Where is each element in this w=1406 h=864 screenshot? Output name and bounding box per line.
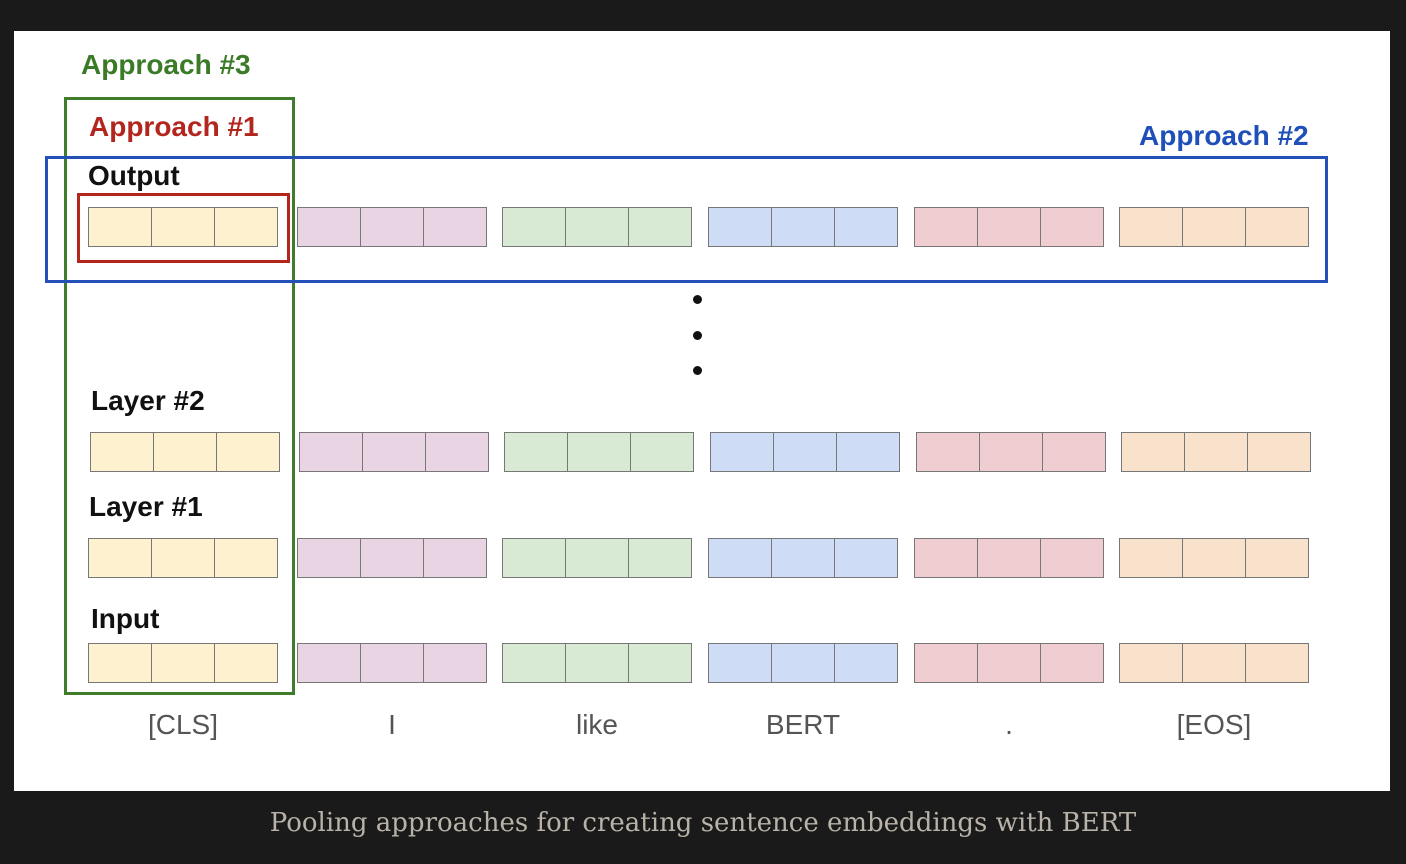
approach-2-frame xyxy=(45,156,1328,283)
figure-caption: Pooling approaches for creating sentence… xyxy=(269,808,1137,838)
ellipsis-dot xyxy=(693,331,702,340)
approach-3-label: Approach #3 xyxy=(81,49,251,80)
layer-2-embedding-i xyxy=(299,432,489,472)
output-embedding-period xyxy=(914,207,1104,247)
layer-2-label: Layer #2 xyxy=(91,385,205,416)
approach-1-label: Approach #1 xyxy=(89,111,259,142)
input-embedding-like xyxy=(502,643,692,683)
layer-2-embedding-bert xyxy=(710,432,900,472)
layer-2-embedding-like xyxy=(504,432,694,472)
approach-2-label: Approach #2 xyxy=(1139,120,1309,151)
input-embedding-i xyxy=(297,643,487,683)
ellipsis-dot xyxy=(693,295,702,304)
layer-1-embedding-like xyxy=(502,538,692,578)
layer-1-embedding-period xyxy=(914,538,1104,578)
input-embedding-cls xyxy=(88,643,278,683)
layer-1-embedding-i xyxy=(297,538,487,578)
approach-1-frame xyxy=(77,193,290,263)
layer-2-embedding-cls xyxy=(90,432,280,472)
layer-1-embedding-cls xyxy=(88,538,278,578)
token-label-bert: BERT xyxy=(765,709,841,740)
layer-1-label: Layer #1 xyxy=(89,491,203,522)
token-label-period: . xyxy=(1005,709,1013,740)
approach-3-frame xyxy=(64,97,295,695)
input-embedding-bert xyxy=(708,643,898,683)
input-embedding-period xyxy=(914,643,1104,683)
token-label-cls: [CLS] xyxy=(147,709,219,740)
output-label: Output xyxy=(88,160,180,191)
layer-1-embedding-eos xyxy=(1119,538,1309,578)
ellipsis-dot xyxy=(693,366,702,375)
layer-1-embedding-bert xyxy=(708,538,898,578)
token-label-like: like xyxy=(575,709,618,740)
token-label-eos: [EOS] xyxy=(1176,709,1252,740)
output-embedding-i xyxy=(297,207,487,247)
layer-2-embedding-period xyxy=(916,432,1106,472)
input-label: Input xyxy=(91,603,160,634)
output-embedding-cls xyxy=(88,207,278,247)
layer-2-embedding-eos xyxy=(1121,432,1311,472)
output-embedding-bert xyxy=(708,207,898,247)
input-embedding-eos xyxy=(1119,643,1309,683)
output-embedding-like xyxy=(502,207,692,247)
output-embedding-eos xyxy=(1119,207,1309,247)
token-label-i: I xyxy=(388,709,396,740)
diagram-figure: Approach #3 Approach #1 Approach #2 Outp… xyxy=(14,31,1390,791)
